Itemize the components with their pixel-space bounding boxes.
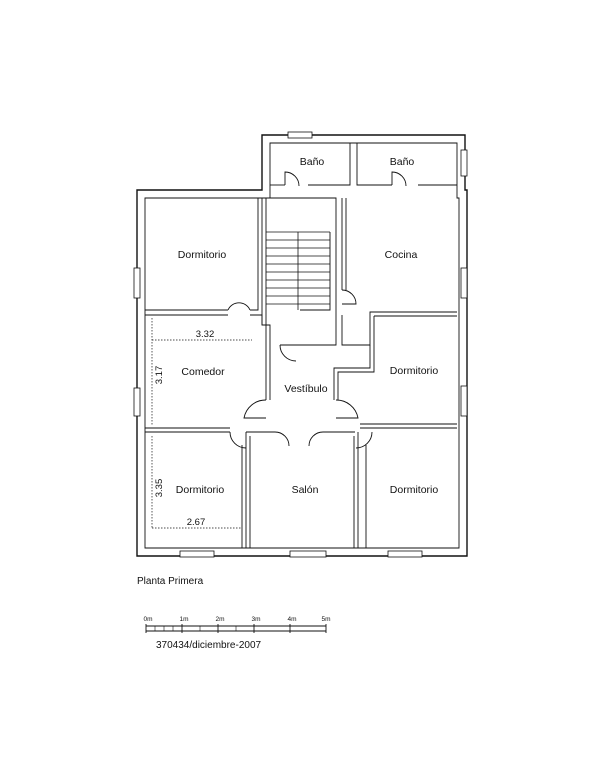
label-bano-right: Baño: [390, 156, 415, 168]
window-cocina: [460, 267, 468, 299]
scale-tick-3: 3m: [251, 616, 260, 623]
doors: [227, 171, 407, 449]
scale-tick-2: 2m: [215, 616, 224, 623]
scale-tick-4: 4m: [287, 616, 296, 623]
label-vestibulo: Vestíbulo: [284, 383, 327, 395]
window-dormitorio-right: [460, 385, 468, 417]
label-dormitorio-right: Dormitorio: [390, 365, 439, 377]
door-dormitorio-right: [335, 399, 359, 419]
scale-tick-5: 5m: [321, 616, 330, 623]
label-cocina: Cocina: [385, 249, 418, 261]
door-bano-left: [284, 171, 300, 187]
dim-dormitorio-bl-width: 2.67: [187, 517, 206, 528]
door-dormitorio-tl: [227, 302, 251, 311]
plan-title: Planta Primera: [137, 576, 204, 587]
scale-tick-1: 1m: [179, 616, 188, 623]
windows: [133, 131, 468, 558]
door-dormitorio-br: [355, 431, 373, 449]
door-salon-l: [274, 431, 290, 447]
door-stair: [279, 344, 297, 362]
label-salon: Salón: [292, 484, 319, 496]
window-comedor: [133, 387, 141, 417]
plan-reference: 370434/diciembre-2007: [156, 640, 262, 651]
label-dormitorio-tl: Dormitorio: [178, 249, 227, 261]
staircase: [266, 231, 331, 311]
dimension-lines: [151, 318, 252, 529]
label-comedor: Comedor: [181, 366, 225, 378]
door-dormitorio-bl: [229, 431, 247, 449]
dim-comedor-width: 3.32: [196, 329, 215, 340]
door-comedor: [243, 399, 267, 419]
label-dormitorio-br: Dormitorio: [390, 484, 439, 496]
window-bano-right: [460, 149, 468, 177]
label-bano-left: Baño: [300, 156, 325, 168]
interior-walls: [145, 142, 457, 548]
label-dormitorio-bl: Dormitorio: [176, 484, 225, 496]
door-cocina: [341, 289, 357, 305]
scale-tick-0: 0m: [143, 616, 152, 623]
window-salon: [289, 550, 327, 558]
room-labels: Baño Baño Dormitorio Cocina Comedor Vest…: [176, 156, 439, 496]
window-dormitorio-br: [387, 550, 423, 558]
window-dormitorio-bl: [179, 550, 215, 558]
dim-dormitorio-bl-height: 3.35: [154, 479, 165, 498]
window-bano-left: [287, 131, 313, 139]
scale-bar: 0m 1m 2m 3m 4m 5m: [143, 616, 331, 633]
dim-comedor-height: 3.17: [154, 366, 165, 385]
window-dormitorio-tl: [133, 267, 141, 299]
door-bano-right: [391, 171, 407, 187]
dimension-labels: 3.32 3.17 3.35 2.67: [154, 329, 214, 528]
door-salon-r: [308, 431, 324, 447]
